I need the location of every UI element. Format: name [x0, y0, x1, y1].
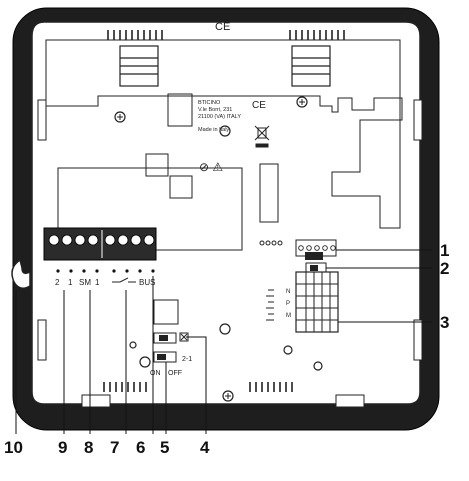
label-address-1: V.le Borri, 231 [198, 107, 232, 113]
mounting-frame [45, 39, 403, 229]
label-brand: BTICINO [198, 100, 221, 106]
label-address-2: 21100 (VA) ITALY [198, 114, 241, 120]
round-port-right-2 [313, 361, 323, 371]
terminal-label-2: 2 [55, 278, 60, 287]
label-sticker [167, 93, 193, 127]
round-port-mid [219, 323, 231, 335]
spring-contacts [266, 289, 274, 321]
callout-4: 4 [200, 438, 210, 457]
terminal-label-bus: BUS [139, 278, 155, 287]
slide-switch-bottom [153, 351, 177, 363]
board-chip-2 [169, 175, 193, 199]
terminal-block [43, 227, 157, 261]
switch-housing [153, 299, 179, 325]
jumper-module [295, 271, 339, 333]
switch-label-off: OFF [168, 370, 182, 377]
leader-lines [15, 249, 432, 434]
slide-switch-top [153, 332, 189, 344]
label-made-in: Made in Italy [198, 127, 229, 133]
terminal-label-sm-1: 1 [95, 278, 100, 287]
screw-mark-3 [222, 390, 234, 402]
round-port-left-2 [139, 356, 151, 368]
callout-1: 1 [440, 241, 449, 260]
dot-row [259, 240, 283, 246]
approval-symbols: ⊘ ⚠ [199, 160, 223, 174]
callout-6: 6 [136, 438, 145, 457]
terminal-label-1: 1 [68, 278, 73, 287]
terminal-dots [56, 269, 155, 273]
dip-label-p: P [286, 301, 290, 307]
bottom-slots [103, 382, 293, 392]
dip-label-m: M [286, 313, 291, 319]
screw-mark-2 [296, 96, 308, 108]
dip-label-n: N [286, 289, 290, 295]
switch-label-2-1: 2-1 [182, 356, 192, 363]
board-chip [145, 153, 169, 177]
round-port-left [129, 341, 137, 349]
screw-mark-1 [114, 111, 126, 123]
bottom-clips [81, 394, 365, 408]
callout-10: 10 [4, 438, 23, 457]
connector-block [295, 239, 337, 260]
weee-bin-icon [254, 125, 270, 148]
ce-mark-top: CE [215, 21, 230, 33]
callout-3: 3 [440, 313, 449, 332]
top-slots [107, 30, 345, 87]
callout-9: 9 [58, 438, 67, 457]
callout-2: 2 [440, 259, 449, 278]
terminal-label-sm: SM [79, 278, 91, 287]
switch-label-on: ON [150, 370, 161, 377]
round-port-top [219, 125, 231, 137]
side-clips [37, 99, 423, 361]
round-port-right [283, 345, 293, 355]
ce-mark-label: CE [252, 100, 266, 111]
board-chip-3 [259, 163, 279, 223]
callout-7: 7 [110, 438, 119, 457]
door-contact-symbol [112, 277, 136, 283]
side-hook [11, 258, 31, 289]
callout-8: 8 [84, 438, 93, 457]
callout-5: 5 [160, 438, 169, 457]
